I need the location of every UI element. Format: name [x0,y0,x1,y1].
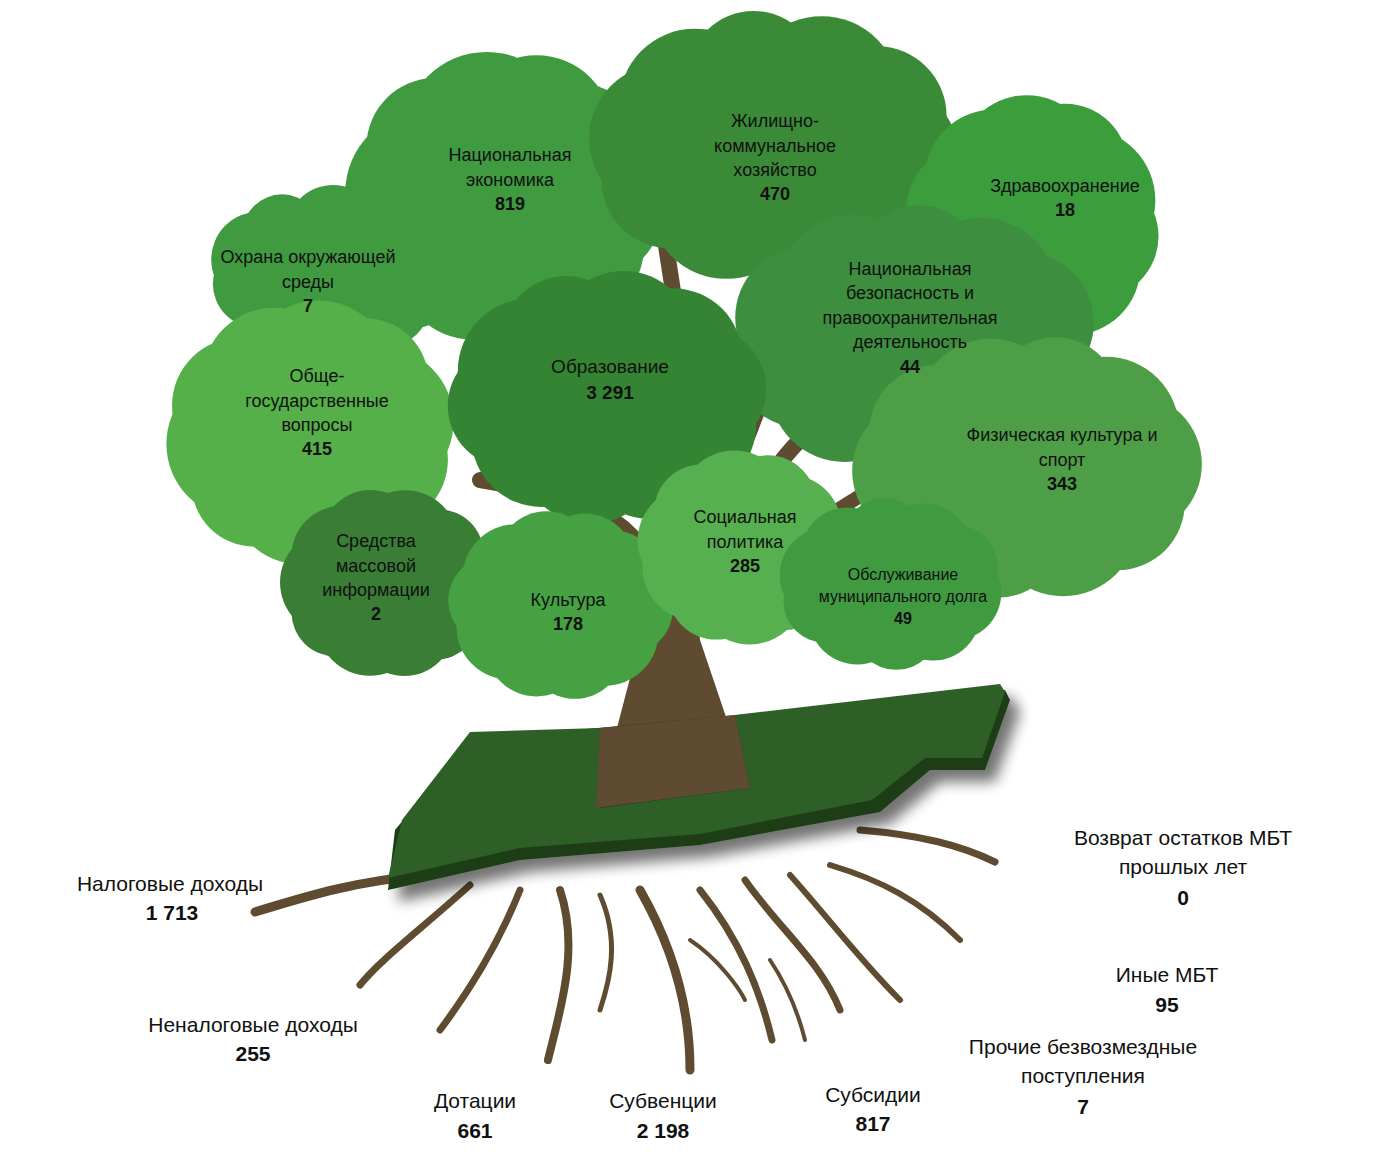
amount-value: 343 [952,472,1172,496]
amount-value: 1 713 [112,899,232,928]
category-name: Охрана окружающей среды [201,245,416,294]
cloud-label: Охрана окружающей среды7 [201,245,416,318]
category-name: Национальная экономика [420,143,600,192]
revenue-name: Налоговые доходы [40,870,300,899]
category-name: Обслуживание муниципального долга [813,564,993,608]
amount-value: 44 [790,355,1030,379]
amount-value: 470 [680,182,870,206]
category-name: Культура [488,588,648,612]
cloud-label: Физическая культура и спорт343 [952,423,1172,496]
amount-value: 18 [960,198,1170,222]
ground-slab [388,684,1010,890]
cloud-label: Средства массовой информации2 [296,529,456,627]
amount-value: 3 291 [510,380,710,406]
category-name: Физическая культура и спорт [952,423,1172,472]
revenue-name: Дотации [400,1087,550,1116]
cloud-label: Обще- государственные вопросы415 [222,364,412,462]
category-name: Социальная политика [660,505,830,554]
cloud-label: Здравоохранение18 [960,174,1170,223]
amount-value: 2 198 [603,1117,723,1146]
amount-value: 49 [813,608,993,630]
amount-value: 285 [660,554,830,578]
cloud-label: Жилищно- коммунальное хозяйство470 [680,109,870,207]
amount-value: 415 [222,437,412,461]
amount-value: 255 [193,1040,313,1069]
cloud-label: Культура178 [488,588,648,637]
category-name: Средства массовой информации [296,529,456,602]
amount-value: 817 [813,1110,933,1139]
amount-value: 178 [488,612,648,636]
amount-value: 661 [415,1117,535,1146]
category-name: Обще- государственные вопросы [222,364,412,437]
revenue-name: Возврат остатков МБТ прошлых лет [1058,824,1308,881]
amount-value: 2 [296,602,456,626]
cloud-label: Образование3 291 [510,354,710,406]
cloud-shape [778,498,1003,670]
cloud-label: Социальная политика285 [660,505,830,578]
revenue-name: Субвенции [578,1087,748,1116]
revenue-name: Иные МБТ [1087,961,1247,990]
category-name: Национальная безопасность и правоохранит… [790,257,1030,355]
cloud-label: Обслуживание муниципального долга49 [813,564,993,629]
cloud-label: Национальная экономика819 [420,143,600,216]
roots [255,830,995,1070]
amount-value: 95 [1127,991,1207,1020]
category-name: Здравоохранение [960,174,1170,198]
revenue-name: Субсидии [798,1081,948,1110]
canopy-cloud: Обслуживание муниципального долга49 [778,498,1003,670]
amount-value: 7 [1043,1093,1123,1122]
amount-value: 0 [1143,884,1223,913]
revenue-name: Неналоговые доходы [113,1011,393,1040]
revenue-name: Прочие безвозмездные поступления [933,1033,1233,1090]
amount-value: 819 [420,192,600,216]
amount-value: 7 [201,294,416,318]
category-name: Жилищно- коммунальное хозяйство [680,109,870,182]
cloud-label: Национальная безопасность и правоохранит… [790,257,1030,379]
category-name: Образование [510,354,710,380]
